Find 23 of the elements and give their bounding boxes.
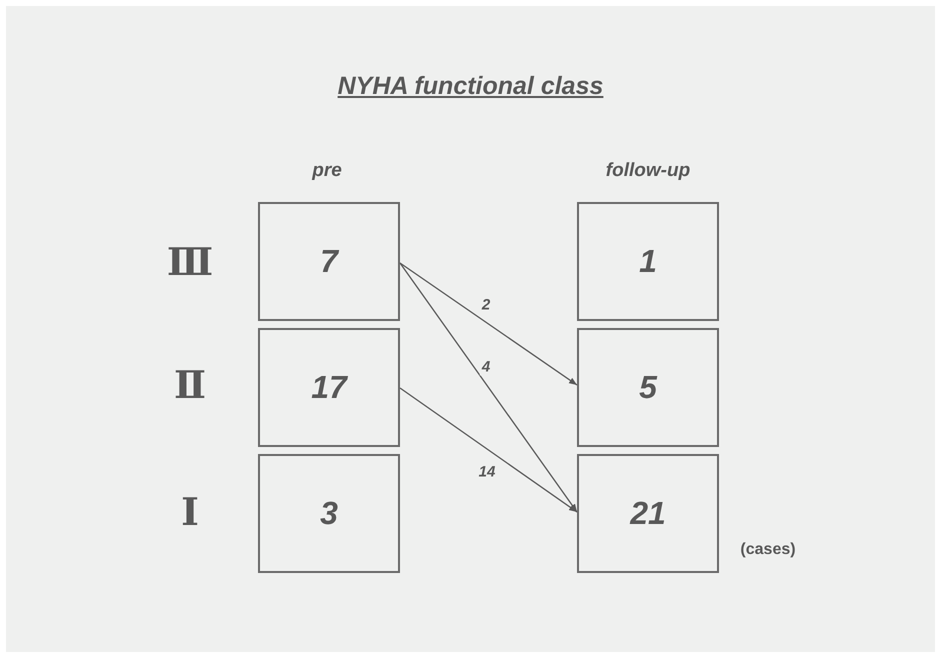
column-heading: pre xyxy=(312,160,342,182)
case-count: 3 xyxy=(320,495,338,532)
unit-note: (cases) xyxy=(740,541,796,559)
count-box xyxy=(577,454,719,573)
case-count: 21 xyxy=(630,495,666,532)
case-count: 17 xyxy=(311,369,347,406)
count-box xyxy=(577,328,719,447)
class-numeral: Ⅱ xyxy=(174,364,206,408)
count-box xyxy=(258,202,400,321)
case-count: 1 xyxy=(639,243,657,280)
column-heading: follow-up xyxy=(606,160,690,182)
arrow xyxy=(400,262,578,386)
class-numeral: Ⅲ xyxy=(166,241,214,285)
edge-label: 4 xyxy=(480,358,492,376)
diagram-title: NYHA functional class xyxy=(336,72,604,101)
count-box xyxy=(577,202,719,321)
case-count: 7 xyxy=(320,243,338,280)
case-count: 5 xyxy=(639,369,657,406)
arrow xyxy=(400,387,578,513)
count-box xyxy=(258,328,400,447)
count-box xyxy=(258,454,400,573)
class-numeral: Ⅰ xyxy=(181,491,199,535)
arrow xyxy=(399,262,578,512)
